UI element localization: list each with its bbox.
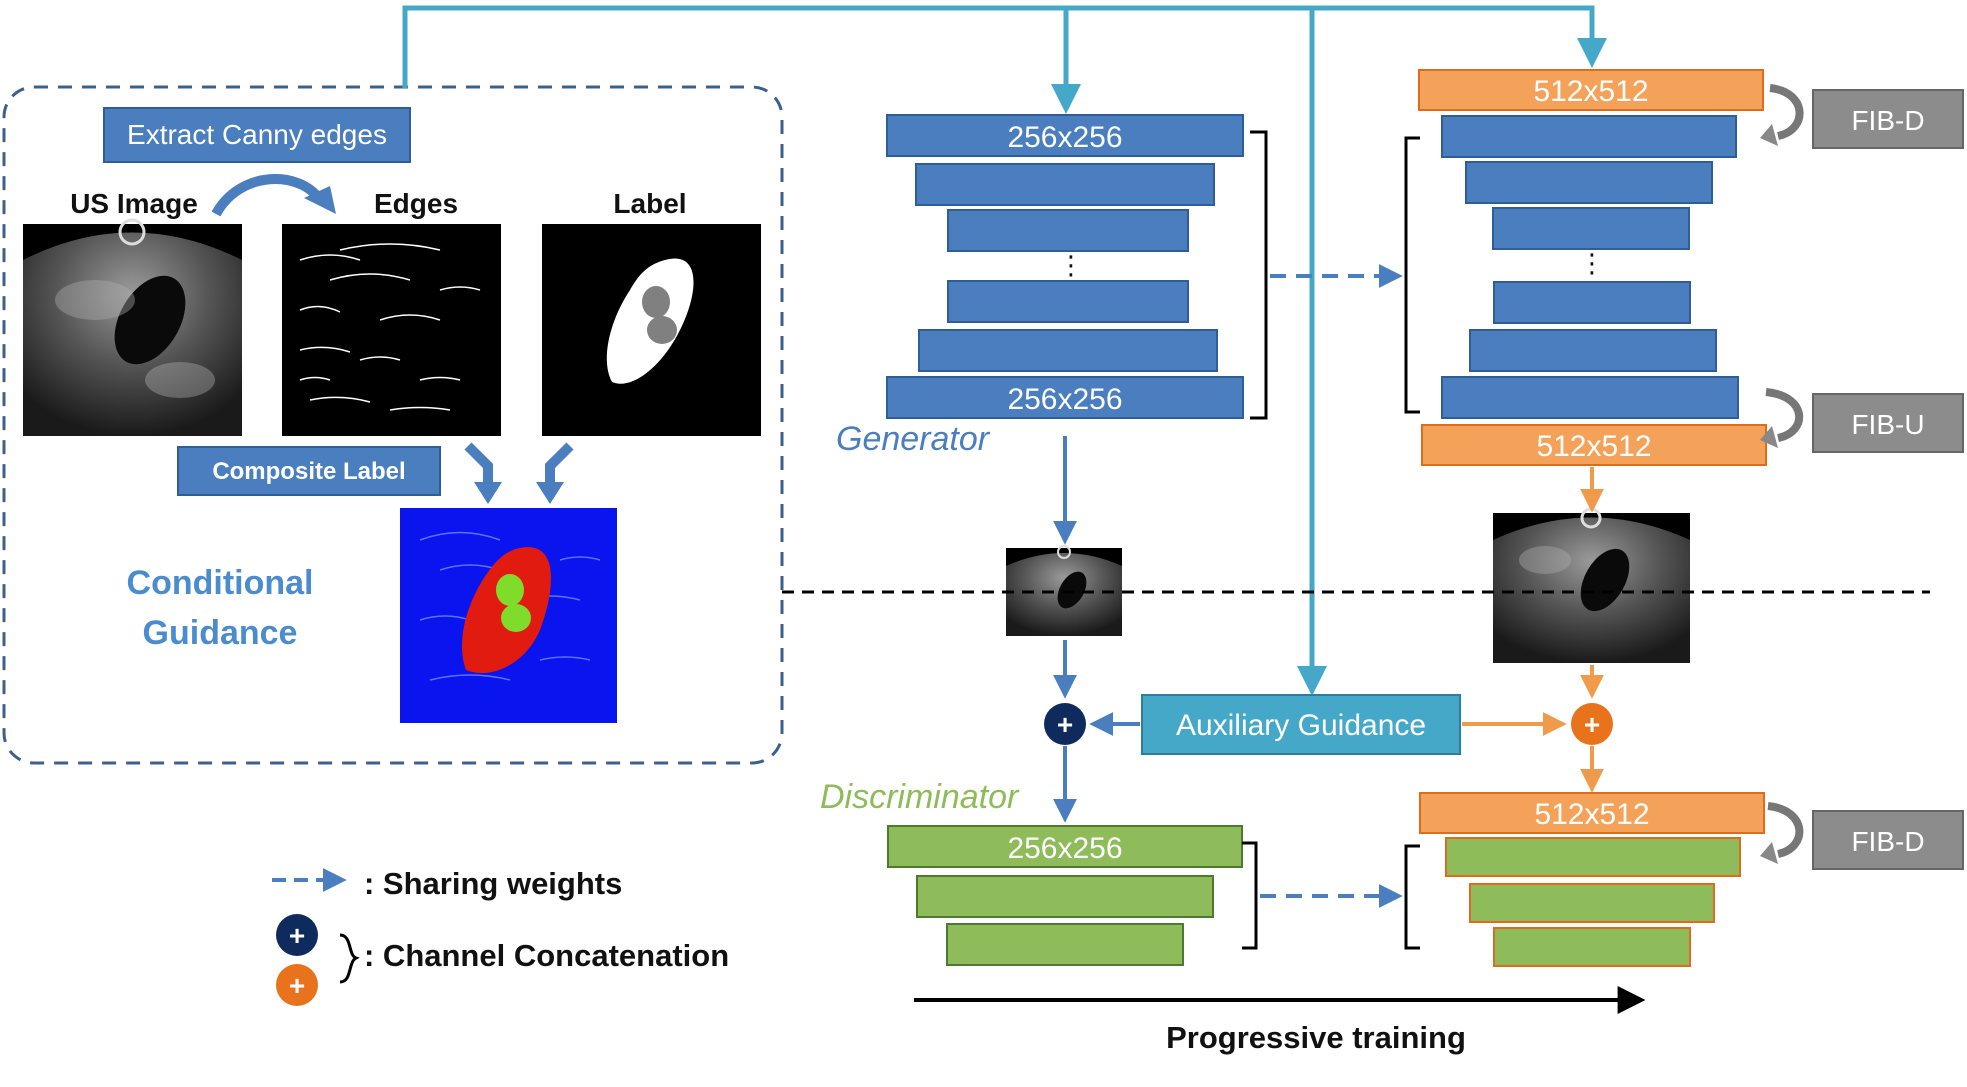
gen512-block-3 <box>1492 207 1690 250</box>
disc256-bracket <box>1242 841 1258 950</box>
gen512-block-2 <box>1465 161 1713 204</box>
guidance-lines <box>402 5 1607 696</box>
concat-circle-navy: + <box>1044 703 1086 745</box>
us-image <box>23 218 242 436</box>
legend-concat-text: : Channel Concatenation <box>364 938 729 973</box>
fib-d-gen-arrow <box>1769 84 1804 140</box>
fib-d-box-gen <box>1812 89 1964 149</box>
fib-u-box-gen <box>1812 393 1964 453</box>
gen256-block-6 <box>886 376 1244 419</box>
auxiliary-guidance-label: Auxiliary Guidance <box>1176 709 1426 742</box>
edges-label: Edges <box>374 188 458 219</box>
merge-arrow-right <box>545 442 574 486</box>
gen256-top-size: 256x256 <box>1007 121 1122 154</box>
conditional-guidance-title-1: Conditional <box>127 564 314 602</box>
fib-u-gen-label: FIB-U <box>1851 409 1924 440</box>
merge-arrow-left <box>464 442 493 486</box>
discriminator-title: Discriminator <box>820 778 1020 816</box>
fib-d-box-disc <box>1812 810 1964 870</box>
gen256-bracket <box>1250 130 1268 420</box>
gen512-block-6 <box>1441 376 1739 419</box>
gen512-block-1 <box>1441 115 1737 158</box>
us-image-label: US Image <box>70 188 198 219</box>
disc512-block-1 <box>1445 837 1741 877</box>
generated-512-image <box>1493 507 1690 663</box>
conditional-guidance-panel <box>2 85 784 765</box>
disc512-block-2 <box>1469 883 1715 923</box>
concat-plus-orange: + <box>1584 709 1600 740</box>
curved-arrow <box>211 174 325 217</box>
gen512-bracket <box>1404 136 1420 414</box>
composite-label-text: Composite Label <box>212 458 405 485</box>
disc256-size: 256x256 <box>1007 832 1122 865</box>
gen256-block-4 <box>947 280 1189 323</box>
fib-d-disc-arrow <box>1767 802 1804 858</box>
fib-u-gen-arrow <box>1765 388 1804 442</box>
disc512-size: 512x512 <box>1534 798 1649 831</box>
fib-d-disc-label: FIB-D <box>1851 826 1924 857</box>
extract-canny-label: Extract Canny edges <box>127 119 387 150</box>
progressive-training-label: Progressive training <box>1166 1020 1466 1055</box>
label-header: Label <box>613 188 686 219</box>
gen256-block-3 <box>947 209 1189 252</box>
composite-label-box <box>177 446 441 496</box>
discriminator-512: 512x512 <box>1404 792 1765 967</box>
legend-brace <box>339 933 360 984</box>
extract-canny-box <box>103 107 411 163</box>
gen512-bottom-orange <box>1421 424 1767 466</box>
gen256-block-1 <box>886 114 1244 157</box>
label-image <box>542 224 761 436</box>
disc512-bracket <box>1404 844 1420 950</box>
auxiliary-guidance-box <box>1141 694 1461 755</box>
legend-navy-circle: + <box>276 914 318 956</box>
fib-d-gen-label: FIB-D <box>1851 105 1924 136</box>
gen512-block-4 <box>1493 281 1691 324</box>
conditional-guidance-title-2: Guidance <box>143 614 298 652</box>
disc512-block-3 <box>1493 927 1691 967</box>
generator-512: 512x512 ⋮ 512x512 <box>1404 69 1767 466</box>
disc512-top-orange <box>1419 792 1765 834</box>
gen512-block-5 <box>1469 329 1717 372</box>
edges-image <box>282 224 501 436</box>
gen256-block-5 <box>918 329 1218 372</box>
gen512-top-size: 512x512 <box>1533 75 1648 108</box>
gen256-bottom-size: 256x256 <box>1007 383 1122 416</box>
concat-circle-orange: + <box>1571 703 1613 745</box>
curved-arrow-head <box>304 186 336 214</box>
generator-title: Generator <box>836 420 991 458</box>
gen256-dots: ⋮ <box>1058 250 1084 280</box>
generator-256: 256x256 ⋮ 256x256 <box>886 114 1268 420</box>
disc256-block-3 <box>946 923 1184 966</box>
legend-orange-circle: + <box>276 964 318 1006</box>
disc256-block-2 <box>916 875 1214 918</box>
legend-plus-navy: + <box>289 920 305 951</box>
gen512-bottom-size: 512x512 <box>1536 430 1651 463</box>
discriminator-256: 256x256 <box>887 825 1258 966</box>
composite-image <box>400 508 617 723</box>
disc256-block-1 <box>887 825 1243 868</box>
legend-sharing-text: : Sharing weights <box>364 866 622 901</box>
gen512-top-orange <box>1418 69 1764 111</box>
legend-plus-orange: + <box>289 970 305 1001</box>
gen256-block-2 <box>915 163 1215 206</box>
concat-plus-navy: + <box>1057 709 1073 740</box>
gen512-dots: ⋮ <box>1579 248 1605 278</box>
